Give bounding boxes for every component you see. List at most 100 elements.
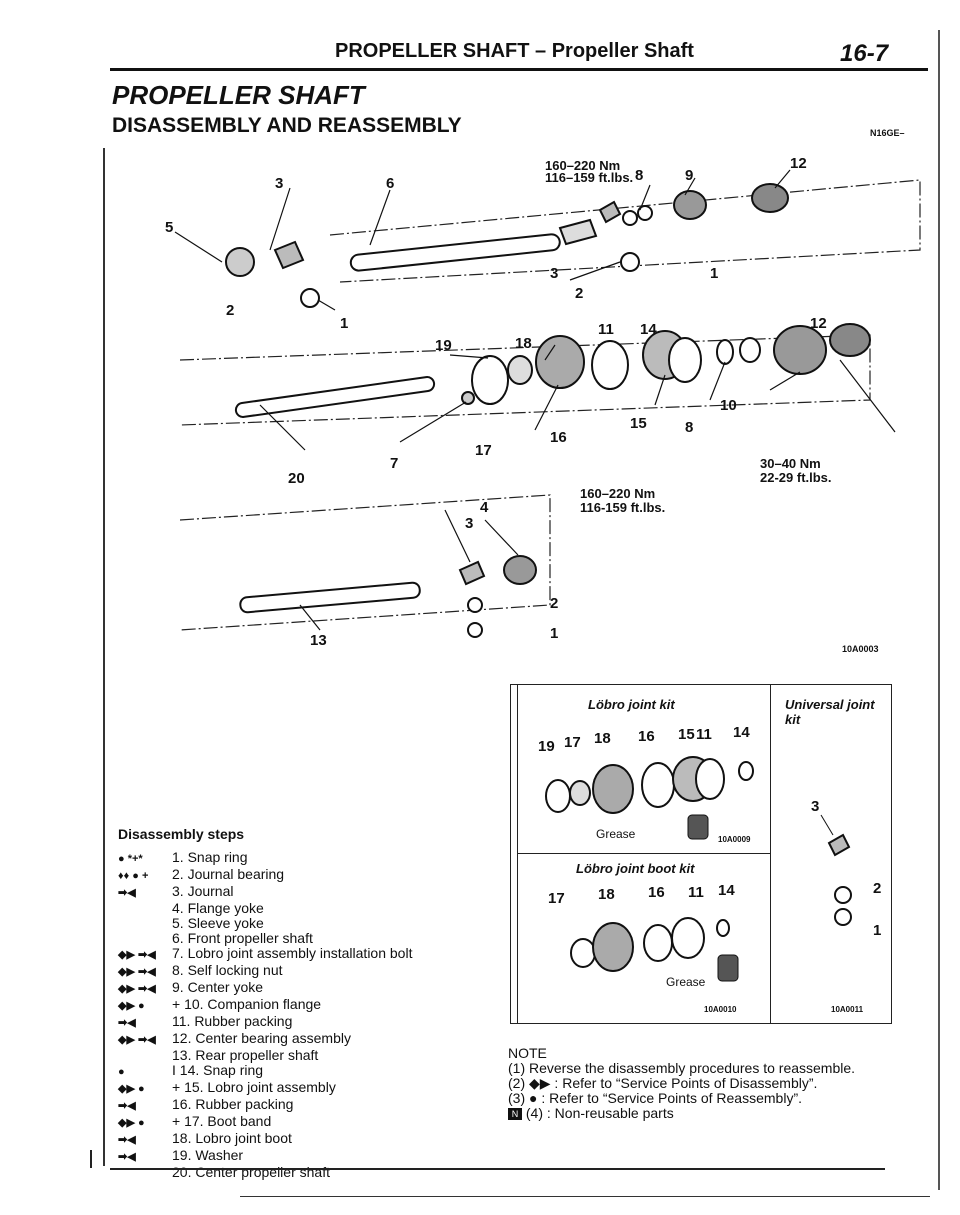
lobro-boot-kit-illustration: 17 18 16 11 14 — [548, 883, 739, 982]
svg-text:7: 7 — [390, 455, 398, 472]
svg-text:17: 17 — [564, 734, 581, 751]
svg-text:2: 2 — [873, 880, 881, 897]
torque-label-1-ftlbs: 116–159 ft.lbs. — [545, 170, 633, 185]
section-code: N16GE– — [870, 128, 905, 138]
step-item: 13. Rear propeller shaft — [172, 1047, 319, 1063]
disassembly-steps: Disassembly steps ● *+*1. Snap ring ♦♦ ●… — [118, 826, 478, 1180]
note-heading: NOTE — [508, 1045, 547, 1061]
kit-separator — [518, 853, 770, 854]
svg-text:13: 13 — [310, 632, 327, 649]
note-block: NOTE (1) Reverse the disassembly procedu… — [508, 1046, 855, 1121]
universal-joint-kit-label: Universal joint kit — [785, 697, 875, 727]
svg-text:11: 11 — [696, 726, 712, 743]
lobro-boot-kit-label: Löbro joint boot kit — [576, 861, 695, 876]
kit-figure-code: 10A0011 — [831, 1005, 864, 1014]
header-rule — [110, 68, 928, 71]
torque-label-3-nm: 160–220 Nm — [580, 486, 655, 501]
step-item: ➡◀16. Rubber packing — [118, 1096, 294, 1113]
torque-label-1-nm: 160–220 Nm — [545, 158, 620, 173]
svg-text:16: 16 — [638, 728, 655, 745]
svg-text:11: 11 — [598, 321, 614, 338]
svg-text:1: 1 — [710, 265, 718, 282]
svg-text:14: 14 — [718, 883, 735, 899]
svg-text:18: 18 — [515, 335, 532, 352]
svg-text:3: 3 — [275, 175, 283, 192]
section-subtitle: DISASSEMBLY AND REASSEMBLY — [112, 114, 462, 137]
svg-text:17: 17 — [475, 442, 492, 459]
corner-mark — [90, 1150, 92, 1168]
steps-heading: Disassembly steps — [118, 826, 245, 842]
note-line: (2) ◆▶ : Refer to “Service Points of Dis… — [508, 1075, 818, 1091]
svg-text:3: 3 — [550, 265, 558, 282]
svg-text:8: 8 — [635, 167, 643, 184]
svg-text:3: 3 — [811, 798, 819, 815]
bottom-rule — [110, 1168, 885, 1170]
svg-text:16: 16 — [648, 884, 665, 901]
svg-text:10: 10 — [720, 397, 737, 414]
svg-text:19: 19 — [538, 738, 555, 755]
svg-text:4: 4 — [480, 499, 489, 516]
right-rule — [938, 30, 940, 1190]
step-item: ◆▶ ●+ 15. Lobro joint assembly — [118, 1079, 336, 1096]
svg-text:11: 11 — [688, 884, 704, 901]
note-line: (1) Reverse the disassembly procedures t… — [508, 1060, 856, 1076]
left-rule — [103, 148, 105, 1166]
step-item: 4. Flange yoke — [172, 900, 264, 916]
step-item: ➡◀19. Washer — [118, 1147, 244, 1164]
svg-text:8: 8 — [685, 419, 693, 436]
kit-figure-code: 10A0009 — [718, 835, 751, 844]
step-item: ◆▶ ➡◀8. Self locking nut — [118, 962, 283, 979]
step-item: ◆▶ ➡◀9. Center yoke — [118, 979, 264, 996]
svg-text:1: 1 — [340, 315, 348, 332]
svg-text:19: 19 — [435, 337, 452, 354]
grease-label: Grease — [666, 975, 706, 989]
svg-text:1: 1 — [873, 922, 881, 939]
svg-text:2: 2 — [226, 302, 234, 319]
torque-label-2-nm: 30–40 Nm — [760, 456, 821, 471]
step-item: ●I 14. Snap ring — [118, 1062, 264, 1079]
svg-text:12: 12 — [810, 315, 827, 332]
step-item: ◆▶ ➡◀7. Lobro joint assembly installatio… — [118, 945, 413, 962]
step-item: ➡◀18. Lobro joint boot — [118, 1130, 292, 1147]
svg-text:6: 6 — [386, 175, 394, 192]
step-item: ◆▶ ●+ 10. Companion flange — [118, 996, 322, 1013]
torque-label-2-ftlbs: 22-29 ft.lbs. — [760, 470, 832, 485]
torque-label-3-ftlbs: 116-159 ft.lbs. — [580, 500, 665, 515]
svg-text:14: 14 — [733, 724, 750, 741]
grease-label: Grease — [596, 827, 636, 841]
note-line-nonreusable: N (4) : Non-reusable parts — [508, 1106, 855, 1121]
step-item: ♦♦ ● +2. Journal bearing — [118, 866, 285, 883]
step-item: ● *+*1. Snap ring — [118, 849, 248, 866]
svg-text:14: 14 — [640, 321, 657, 338]
section-title: PROPELLER SHAFT — [112, 80, 365, 110]
svg-text:17: 17 — [548, 890, 565, 907]
step-item: ◆▶ ➡◀12. Center bearing assembly — [118, 1030, 351, 1047]
svg-text:1: 1 — [550, 625, 558, 642]
kit-figure-code: 10A0010 — [704, 1005, 737, 1014]
svg-text:9: 9 — [685, 167, 693, 184]
page-number: 16-7 — [840, 40, 889, 67]
svg-text:18: 18 — [594, 730, 611, 747]
note-line: (3) ● : Refer to “Service Points of Reas… — [508, 1090, 802, 1106]
svg-text:2: 2 — [550, 595, 558, 612]
lobro-joint-kit-label: Löbro joint kit — [588, 697, 675, 712]
footer-rule — [240, 1196, 930, 1197]
non-reusable-icon: N — [508, 1108, 522, 1121]
svg-text:3: 3 — [465, 515, 473, 532]
step-item: ◆▶ ●+ 17. Boot band — [118, 1113, 272, 1130]
page-header: PROPELLER SHAFT – Propeller Shaft — [335, 40, 694, 62]
svg-text:18: 18 — [598, 886, 615, 903]
step-item: 6. Front propeller shaft — [172, 930, 313, 946]
svg-text:15: 15 — [630, 415, 647, 432]
step-item: ➡◀11. Rubber packing — [118, 1013, 293, 1030]
svg-text:2: 2 — [575, 285, 583, 302]
svg-text:15: 15 — [678, 726, 695, 743]
universal-joint-kit-illustration: 3 2 1 — [811, 798, 881, 939]
step-item: 5. Sleeve yoke — [172, 915, 264, 931]
svg-text:12: 12 — [790, 155, 807, 172]
svg-text:5: 5 — [165, 219, 173, 236]
